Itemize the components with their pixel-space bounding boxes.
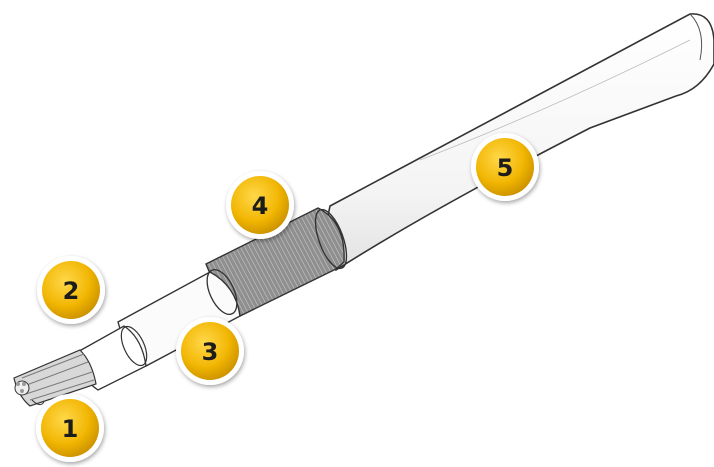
callout-1: 1	[36, 394, 104, 462]
callout-4-label: 4	[252, 192, 269, 220]
callout-4: 4	[226, 171, 294, 239]
conductor-strands	[13, 349, 97, 407]
callout-3-label: 3	[202, 338, 219, 366]
callout-1-label: 1	[62, 415, 79, 443]
callout-5-label: 5	[497, 154, 514, 182]
callout-2-label: 2	[63, 277, 80, 305]
callout-3: 3	[176, 317, 244, 385]
callout-2: 2	[37, 256, 105, 324]
callout-5: 5	[471, 133, 539, 201]
